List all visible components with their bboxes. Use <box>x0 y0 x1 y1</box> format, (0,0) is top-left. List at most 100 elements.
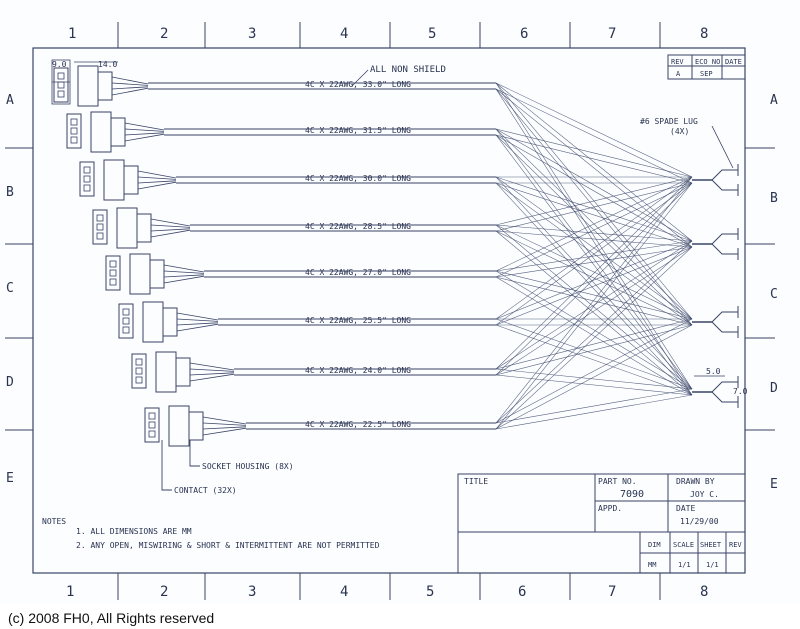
plug-nose <box>149 259 165 289</box>
spade-lug-leader <box>711 125 734 169</box>
scale-value: 1/1 <box>678 561 691 569</box>
fan-wire <box>495 240 693 272</box>
row-labels: A B C D E A B C D E <box>6 93 778 492</box>
connector-pin <box>122 308 130 316</box>
fan-wire <box>495 182 693 232</box>
wire-stub <box>202 422 247 426</box>
fan-wire <box>495 240 693 370</box>
wire-stub <box>202 416 247 425</box>
plug-nose <box>110 117 126 147</box>
cable-row-4: 4C X 22AWG, 28.5" LONG <box>92 207 496 249</box>
col-label-3: 3 <box>248 26 256 42</box>
wire-stub <box>150 218 191 227</box>
wire-stub <box>111 87 149 96</box>
connector-pin <box>122 326 130 334</box>
col-label-1-bottom: 1 <box>66 584 74 600</box>
fan-wire <box>495 276 693 396</box>
row-label-b-right: B <box>770 191 778 206</box>
wire-fanout <box>495 82 693 430</box>
spade-lug-fork <box>711 311 738 333</box>
fan-wire <box>495 368 693 390</box>
plug-body <box>168 405 190 447</box>
title-block <box>457 473 746 574</box>
wire-stub <box>189 362 235 371</box>
socket-housing-callout: SOCKET HOUSING (8X) <box>202 462 294 471</box>
copyright-text: (c) 2008 FH0, All Rights reserved <box>8 610 215 626</box>
connector-housing <box>118 303 134 339</box>
wire-stub <box>202 426 247 430</box>
spade-lug-fork <box>711 381 738 403</box>
connector-pin <box>109 260 117 268</box>
revision-block <box>667 54 746 80</box>
fan-wire <box>495 82 693 390</box>
connector-pin <box>135 376 143 384</box>
fan-wire <box>495 318 693 424</box>
wire-stub <box>150 228 191 232</box>
connector-pin <box>70 127 78 135</box>
col-label-7: 7 <box>608 26 616 42</box>
wire-stub <box>150 224 191 228</box>
fan-wire <box>495 82 693 242</box>
connector-pin <box>83 166 91 174</box>
cable-label: 4C X 22AWG, 27.0" LONG <box>305 268 411 277</box>
wire-stub <box>111 76 149 85</box>
fan-wire <box>495 82 693 178</box>
row-label-c: C <box>6 281 14 296</box>
fan-wire <box>495 128 693 390</box>
wire-stub <box>163 270 205 274</box>
fan-wire <box>495 224 693 242</box>
dim-label-3: 5.0 <box>706 367 721 376</box>
fan-wire <box>495 88 693 184</box>
col-label-5-bottom: 5 <box>426 584 434 600</box>
col-label-8: 8 <box>700 26 708 42</box>
spade-lug-group <box>692 164 739 408</box>
fan-wire <box>495 128 693 242</box>
connector-pin <box>70 136 78 144</box>
row-label-e-right: E <box>770 477 778 492</box>
row-label-c-right: C <box>770 287 778 302</box>
wire-stub <box>176 323 219 332</box>
spade-lug-4 <box>692 376 739 408</box>
fan-wire <box>495 270 693 320</box>
fan-wire <box>495 230 693 248</box>
fan-wire <box>495 246 693 326</box>
connector-pin <box>57 81 65 89</box>
drawing-sheet: 1 2 3 4 5 6 7 8 1 2 3 4 5 6 7 8 A B C D … <box>5 22 778 600</box>
wire-stub <box>124 132 165 136</box>
wire-stub <box>124 122 165 131</box>
connector-housing <box>105 255 121 291</box>
header-note: ALL NON SHIELD <box>370 65 446 75</box>
fan-wire <box>495 240 693 320</box>
wire-stub <box>189 373 235 382</box>
connector-housing <box>92 209 108 245</box>
spade-lug-fork <box>711 169 738 191</box>
connector-pin <box>83 175 91 183</box>
wire-stub <box>189 368 235 372</box>
wiring-harness-drawing: 1 2 3 4 5 6 7 8 1 2 3 4 5 6 7 8 A B C D … <box>5 22 778 600</box>
plug-nose <box>162 307 178 337</box>
sheet-label: SHEET <box>700 541 722 549</box>
scale-label: SCALE <box>673 541 694 549</box>
fan-wire <box>495 388 693 424</box>
fan-wire <box>495 176 693 370</box>
spade-lug-count: (4X) <box>670 127 689 136</box>
notes-title: NOTES <box>42 517 66 526</box>
fan-wire <box>495 394 693 430</box>
cable-label: 4C X 22AWG, 24.0" LONG <box>305 366 411 375</box>
connector-housing <box>53 67 69 103</box>
wire-stub <box>111 82 149 86</box>
dim-label: DIM <box>648 541 661 549</box>
plug-body <box>90 111 112 153</box>
row-label-a: A <box>6 93 14 108</box>
note-item-2: 2. ANY OPEN, MISWIRING & SHORT & INTERMI… <box>76 541 380 550</box>
col-label-4-bottom: 4 <box>340 584 348 600</box>
cable-row-1: 4C X 22AWG, 33.0" LONG <box>53 65 496 107</box>
connector-pin <box>135 358 143 366</box>
wire-stub <box>137 181 177 190</box>
fan-wire <box>495 230 693 396</box>
row-label-a-right: A <box>770 93 778 108</box>
wire-stub <box>189 372 235 376</box>
spade-lug-3 <box>692 306 739 338</box>
connector-housing <box>131 353 147 389</box>
